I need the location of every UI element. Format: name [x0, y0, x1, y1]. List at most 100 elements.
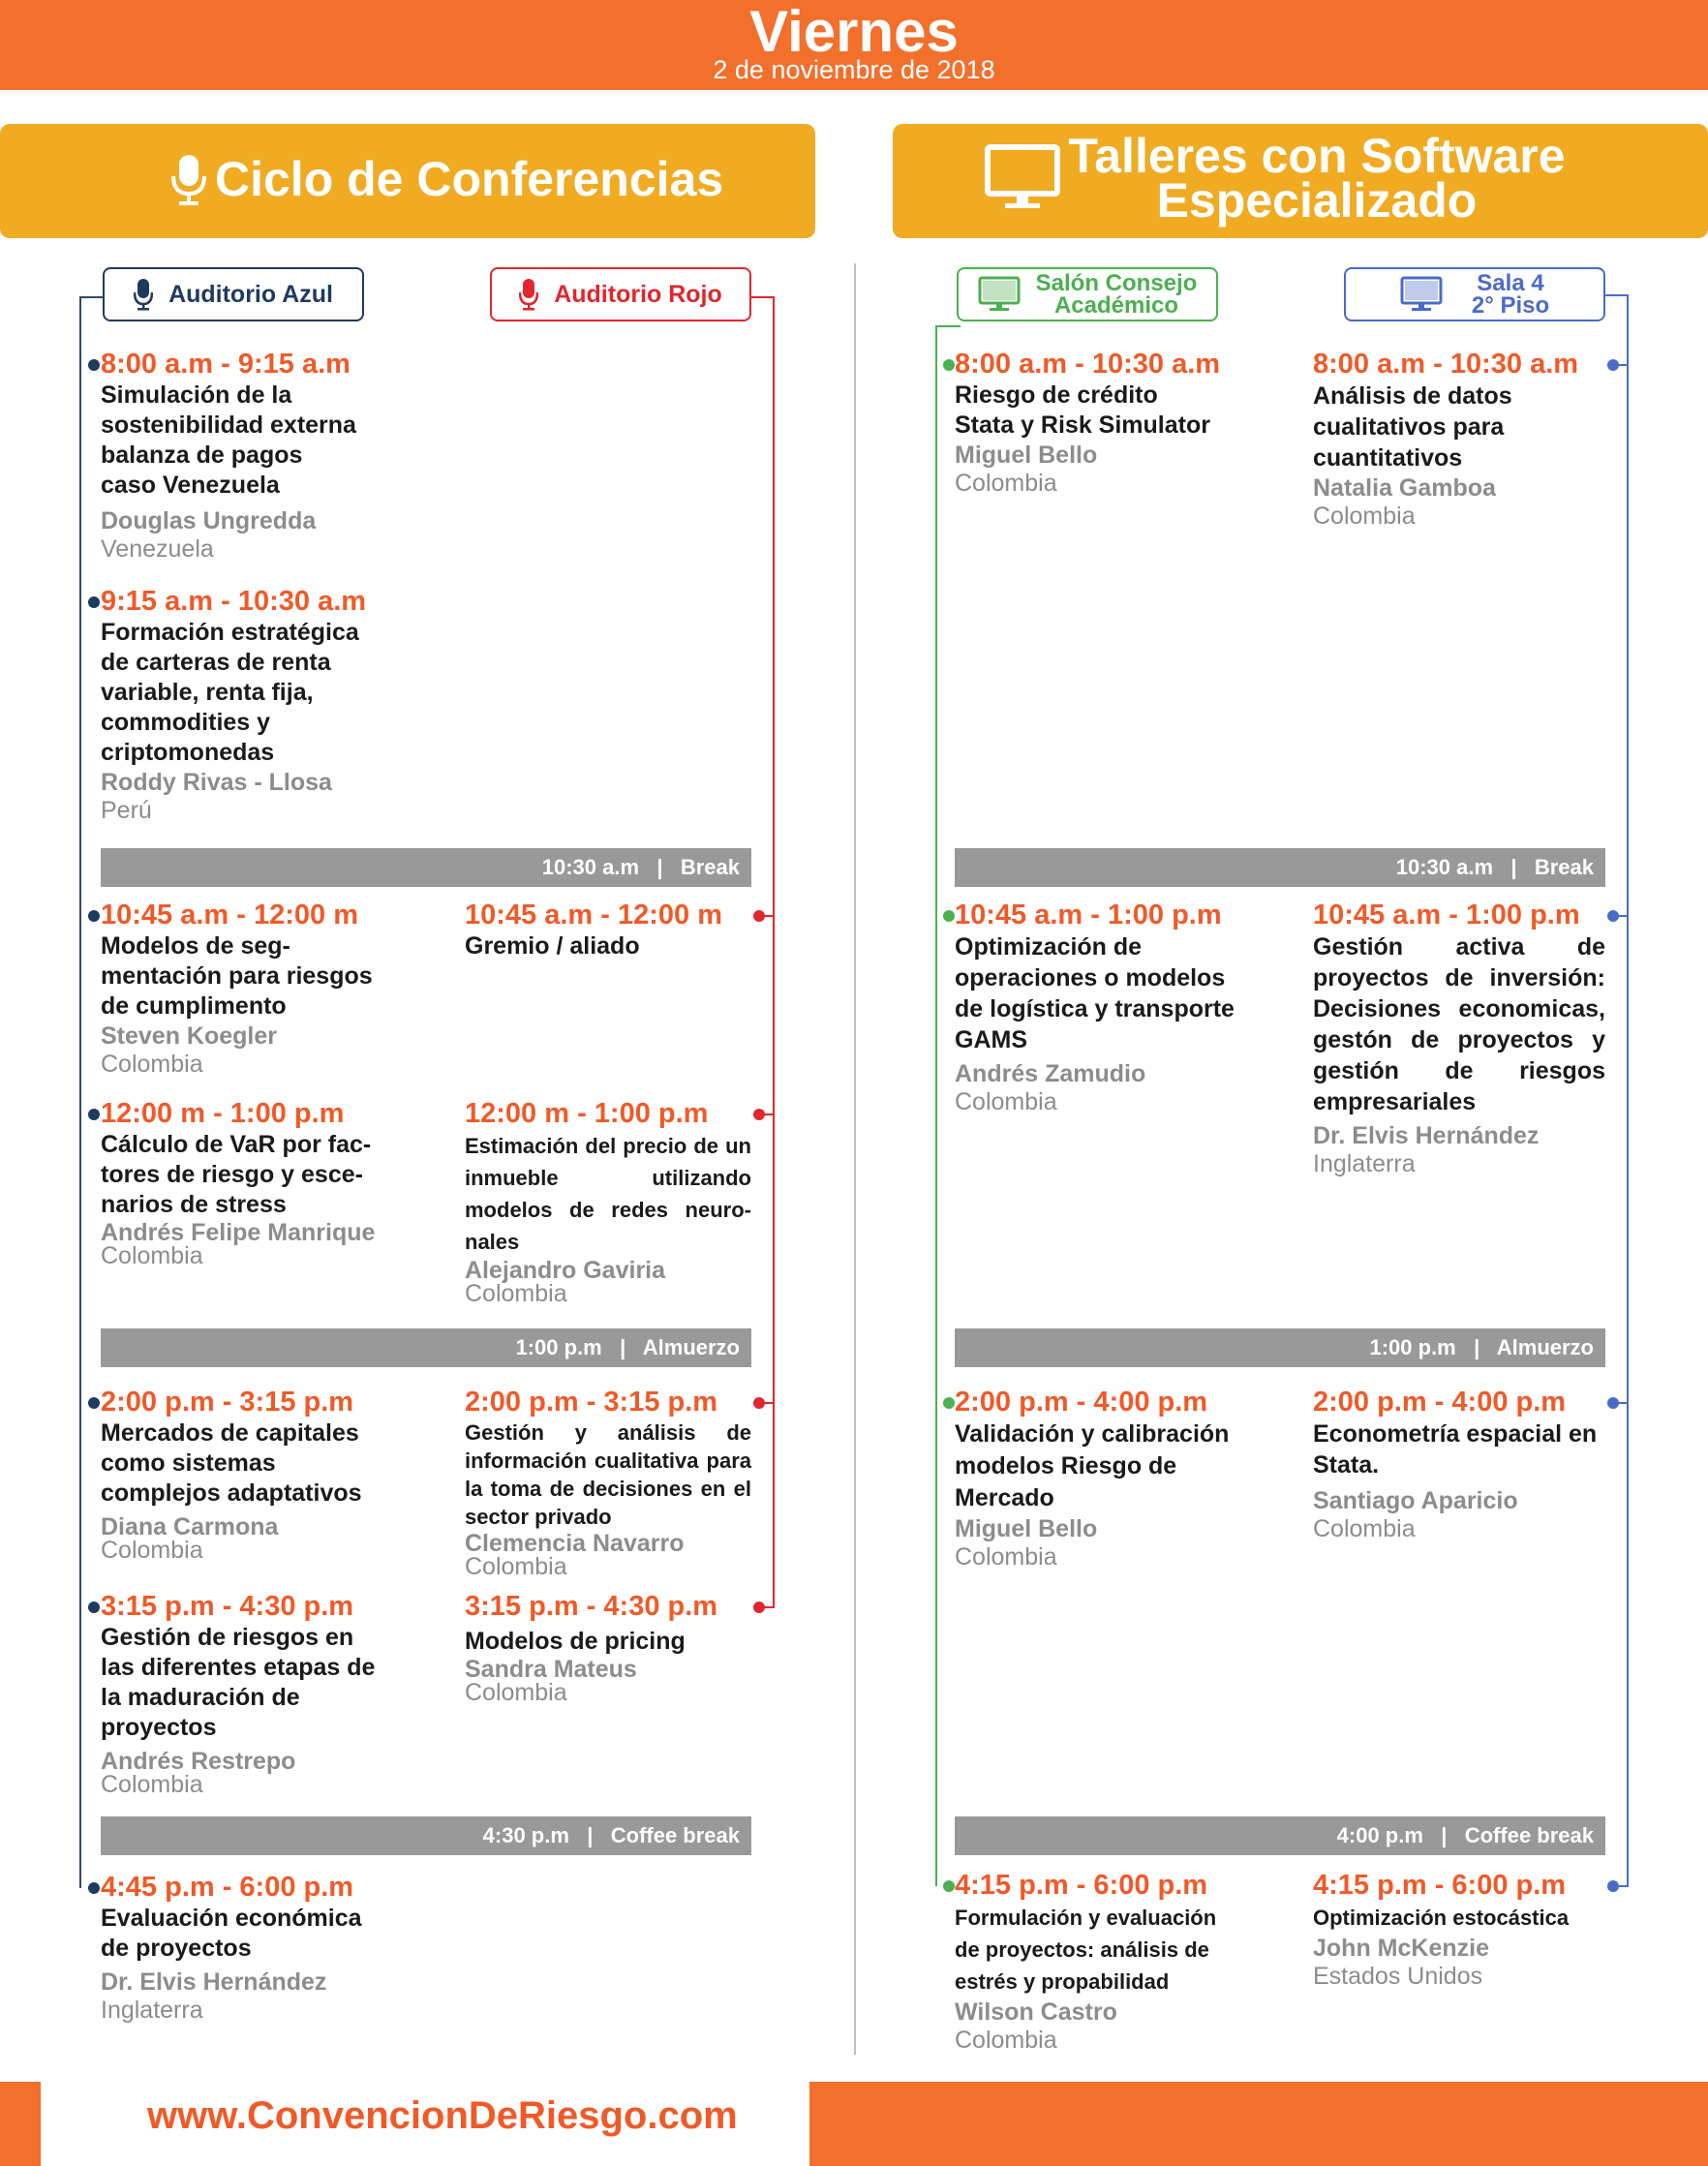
- footer-bar-left: [0, 2082, 41, 2166]
- timeline-dot: [88, 359, 100, 371]
- session-time: 2:00 p.m - 4:00 p.m: [955, 1387, 1208, 1418]
- room-auditorio-rojo-label: Auditorio Rojo: [554, 280, 722, 308]
- session-time: 8:00 a.m - 10:30 a.m: [1313, 349, 1579, 380]
- section-talleres: [893, 124, 1708, 238]
- session-time: 10:45 a.m - 12:00 m: [101, 900, 358, 930]
- sala4-tick: [1617, 364, 1629, 366]
- timeline-dot: [88, 1109, 100, 1120]
- session-title: Cálculo de VaR por fac-tores de riesgo y…: [101, 1131, 372, 1218]
- microphone-icon: [170, 153, 207, 212]
- break-bar-right-1: 10:30 a.m | Break: [955, 848, 1605, 887]
- consejo-connector: [935, 325, 961, 327]
- timeline-dot: [1607, 1397, 1619, 1409]
- session-title: Estimación del precio de un inmueble uti…: [465, 1134, 751, 1254]
- rojo-tick: [763, 1606, 775, 1608]
- session-card: 10:45 a.m - 12:00 m Modelos de seg-menta…: [101, 899, 411, 1078]
- rojo-connector: [749, 296, 775, 298]
- column-divider: [854, 263, 856, 2055]
- room-salon-consejo-line1: Salón Consejo: [1035, 270, 1198, 296]
- break-bar-left-1: 10:30 a.m | Break: [101, 848, 751, 887]
- session-speaker: Miguel Bello: [955, 442, 1098, 469]
- session-speaker: Roddy Rivas - Llosa: [101, 769, 332, 796]
- session-card: 2:00 p.m - 4:00 p.m Validación y calibra…: [955, 1386, 1284, 1571]
- session-card: 12:00 m - 1:00 p.m Estimación del precio…: [465, 1097, 751, 1306]
- rojo-tick: [763, 915, 775, 917]
- header-bar: [0, 0, 1708, 90]
- room-auditorio-azul: Auditorio Azul: [103, 267, 364, 321]
- session-card: 2:00 p.m - 3:15 p.m Mercados de capitale…: [101, 1386, 411, 1563]
- session-time: 4:45 p.m - 6:00 p.m: [101, 1872, 354, 1903]
- timeline-dot: [753, 1602, 765, 1613]
- monitor-icon: [984, 143, 1061, 216]
- session-speaker: Sandra Mateus: [465, 1656, 637, 1683]
- break-bar-right-3: 4:00 p.m | Coffee break: [955, 1816, 1605, 1855]
- sala4-tick: [1617, 915, 1629, 917]
- session-speaker: Dr. Elvis Hernández: [1313, 1122, 1540, 1149]
- session-speaker: Natalia Gamboa: [1313, 474, 1496, 502]
- session-card: 2:00 p.m - 3:15 p.m Gestión y análisis d…: [465, 1386, 751, 1579]
- sala4-tick: [1617, 1885, 1629, 1887]
- microphone-icon: [134, 278, 154, 311]
- session-card: 10:45 a.m - 12:00 m Gremio / aliado: [465, 899, 751, 961]
- session-country: Colombia: [101, 1771, 203, 1798]
- session-country: Colombia: [101, 1051, 203, 1078]
- sala4-timeline: [1627, 294, 1629, 1886]
- session-time: 10:45 a.m - 1:00 p.m: [955, 900, 1222, 930]
- sala4-tick: [1617, 1402, 1629, 1404]
- azul-connector: [79, 296, 105, 298]
- break-bar-left-2: 1:00 p.m | Almuerzo: [101, 1328, 751, 1367]
- session-speaker: John McKenzie: [1313, 1935, 1489, 1962]
- session-time: 2:00 p.m - 4:00 p.m: [1313, 1387, 1567, 1418]
- session-time: 9:15 a.m - 10:30 a.m: [101, 586, 367, 617]
- timeline-dot: [753, 910, 765, 922]
- timeline-dot: [753, 1109, 765, 1120]
- website-link[interactable]: www.ConvencionDeRiesgo.com: [147, 2094, 738, 2137]
- session-speaker: Clemencia Navarro: [465, 1530, 685, 1557]
- session-card: 4:15 p.m - 6:00 p.m Formulación y evalua…: [955, 1869, 1284, 2054]
- timeline-dot: [943, 359, 955, 371]
- timeline-dot: [943, 1397, 955, 1409]
- break-bar-right-2: 1:00 p.m | Almuerzo: [955, 1328, 1605, 1367]
- room-sala-4-line1: Sala 4: [1477, 270, 1544, 296]
- session-time: 2:00 p.m - 3:15 p.m: [465, 1387, 718, 1418]
- rojo-tick: [763, 1114, 775, 1115]
- monitor-icon: [978, 276, 1021, 313]
- section-talleres-title: Talleres con Software Especializado: [1068, 129, 1566, 228]
- session-card: 10:45 a.m - 1:00 p.m Gestión activa de p…: [1313, 899, 1605, 1177]
- consejo-timeline: [935, 325, 937, 1886]
- session-time: 3:15 p.m - 4:30 p.m: [465, 1591, 718, 1622]
- session-country: Inglaterra: [101, 1997, 203, 2024]
- timeline-dot: [943, 1880, 955, 1892]
- session-card: 4:15 p.m - 6:00 p.m Optimización estocás…: [1313, 1869, 1605, 1990]
- session-speaker: Miguel Bello: [955, 1515, 1098, 1542]
- room-auditorio-azul-label: Auditorio Azul: [168, 280, 333, 308]
- timeline-dot: [1607, 1880, 1619, 1892]
- session-speaker: Dr. Elvis Hernández: [101, 1968, 327, 1996]
- session-speaker: Steven Koegler: [101, 1022, 278, 1050]
- session-card: 2:00 p.m - 4:00 p.m Econometría espacial…: [1313, 1386, 1613, 1542]
- session-card: 9:15 a.m - 10:30 a.m Formación estratégi…: [101, 585, 411, 824]
- session-title: Gestión y análisis de información cualit…: [465, 1420, 751, 1529]
- session-time: 8:00 a.m - 9:15 a.m: [101, 349, 351, 380]
- monitor-icon: [1400, 276, 1443, 313]
- azul-timeline: [79, 296, 81, 1888]
- timeline-dot: [753, 1397, 765, 1409]
- sala4-connector: [1603, 294, 1629, 296]
- rojo-timeline: [773, 296, 775, 1607]
- session-speaker: Douglas Ungredda: [101, 507, 317, 534]
- session-time: 8:00 a.m - 10:30 a.m: [955, 349, 1221, 380]
- session-title: Gestión activa de proyectos de inversión…: [1313, 933, 1605, 1115]
- session-time: 10:45 a.m - 1:00 p.m: [1313, 900, 1580, 930]
